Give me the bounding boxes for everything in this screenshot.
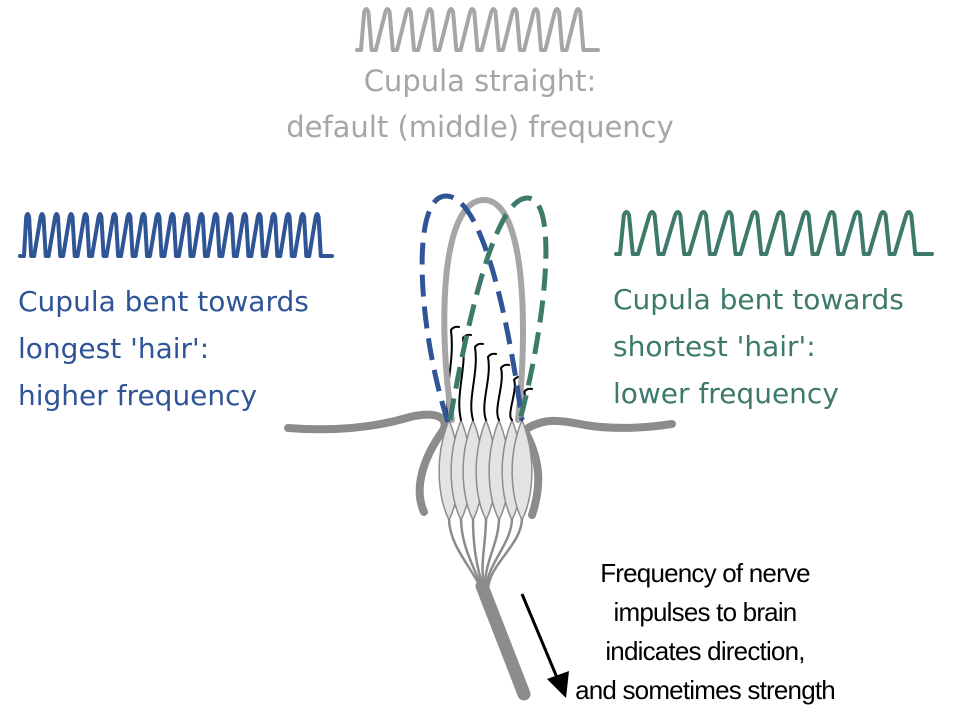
cupula-straight-outline [441, 196, 526, 423]
nerve-trunk [475, 579, 531, 701]
sensory-hair [496, 363, 510, 421]
arrow-head-icon [547, 671, 569, 698]
nerve-fibres [447, 516, 524, 592]
label-line: and sometimes strength [575, 675, 836, 705]
label-bent-shortest-hair: Cupula bent towards shortest 'hair': low… [613, 276, 904, 417]
cupula-bent-lower-outline [447, 195, 549, 421]
nerve-fibre [484, 516, 501, 592]
skin-surface-right [522, 416, 676, 519]
nerve-fibre [471, 516, 486, 592]
higher-frequency-wave [18, 212, 334, 258]
hair-cells [438, 417, 533, 522]
hair-cell [511, 417, 533, 522]
label-line: Cupula bent towards [18, 285, 309, 318]
nerve-signal-arrow [520, 593, 560, 681]
nerve-fibre [485, 516, 514, 592]
label-line: indicates direction, [605, 636, 805, 666]
label-line: lower frequency [613, 377, 839, 410]
default-frequency-wave [355, 7, 600, 52]
cupula-bent-higher-outline [419, 193, 525, 423]
label-nerve-impulses: Frequency of nerve impulses to brain ind… [560, 554, 850, 710]
label-bent-longest-hair: Cupula bent towards longest 'hair': high… [18, 278, 309, 419]
label-line: impulses to brain [613, 597, 798, 627]
label-cupula-straight: Cupula straight: default (middle) freque… [0, 58, 960, 150]
lower-frequency-wave [614, 210, 934, 256]
sensory-hair [458, 333, 472, 421]
label-line: higher frequency [18, 379, 258, 412]
nerve-fibre [459, 516, 485, 592]
label-line: Cupula straight: [363, 64, 597, 98]
skin-surface-left [284, 410, 449, 516]
label-line: longest 'hair': [18, 332, 210, 365]
label-line: shortest 'hair': [613, 330, 816, 363]
label-line: Frequency of nerve [600, 558, 810, 588]
sensory-hair [470, 342, 484, 421]
nerve-fibre [447, 516, 484, 592]
label-line: default (middle) frequency [286, 110, 674, 144]
nerve-fibre [481, 516, 488, 592]
nerve-fibre [486, 516, 524, 592]
label-line: Cupula bent towards [613, 283, 904, 316]
sensory-hair [483, 352, 497, 421]
